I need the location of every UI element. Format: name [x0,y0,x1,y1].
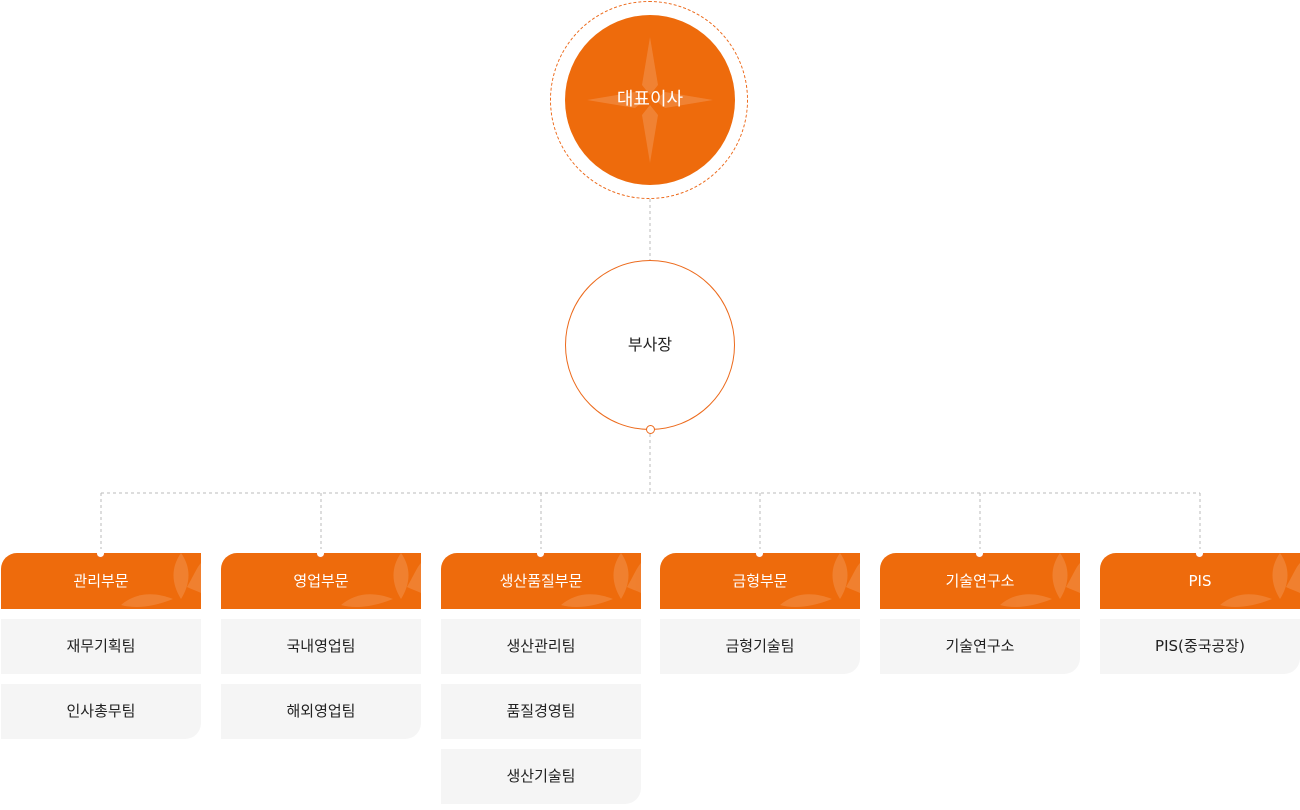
department-research-institute: 기술연구소 기술연구소 [880,553,1080,674]
department-header: 영업부문 [221,553,421,609]
department-management: 관리부문 재무기획팀 인사총무팀 [1,553,201,739]
department-title: 영업부문 [293,572,349,590]
vice-president-label: 부사장 [627,335,673,354]
leaf-watermark-icon [1220,553,1300,607]
department-mold: 금형부문 금형기술팀 [660,553,860,674]
department-connector-dot [96,553,105,558]
team-item: 품질경영팀 [441,684,641,739]
ceo-label: 대표이사 [616,89,684,110]
leaf-watermark-icon [341,553,421,607]
department-title: 관리부문 [73,572,129,590]
department-sales: 영업부문 국내영업팀 해외영업팀 [221,553,421,739]
leaf-watermark-icon [1000,553,1080,607]
department-header: 생산품질부문 [441,553,641,609]
team-item: 국내영업팀 [221,619,421,674]
team-item: 재무기획팀 [1,619,201,674]
department-header: 기술연구소 [880,553,1080,609]
department-header: 관리부문 [1,553,201,609]
department-header: PIS [1100,553,1300,609]
department-connector-dot [316,553,325,558]
department-pis: PIS PIS(중국공장) [1100,553,1300,674]
leaf-watermark-icon [561,553,641,607]
vice-president-node: 부사장 [565,260,735,430]
department-connector-dot [975,553,984,558]
ceo-dashed-ring [550,1,748,199]
team-item: 기술연구소 [880,619,1080,674]
team-item: 생산관리팀 [441,619,641,674]
team-item: 인사총무팀 [1,684,201,739]
department-title: PIS [1188,572,1212,590]
department-title: 기술연구소 [945,572,1015,590]
ceo-node: 대표이사 [565,15,735,185]
team-item: PIS(중국공장) [1100,619,1300,674]
star-watermark-icon [587,37,713,163]
department-header: 금형부문 [660,553,860,609]
department-production-quality: 생산품질부문 생산관리팀 품질경영팀 생산기술팀 [441,553,641,804]
department-title: 금형부문 [732,572,788,590]
team-item: 해외영업팀 [221,684,421,739]
department-connector-dot [1195,553,1204,558]
team-item: 생산기술팀 [441,749,641,804]
team-item: 금형기술팀 [660,619,860,674]
vp-connector-dot [646,425,655,434]
department-connector-dot [536,553,545,558]
leaf-watermark-icon [121,553,201,607]
department-title: 생산품질부문 [499,572,583,590]
department-connector-dot [755,553,764,558]
leaf-watermark-icon [780,553,860,607]
